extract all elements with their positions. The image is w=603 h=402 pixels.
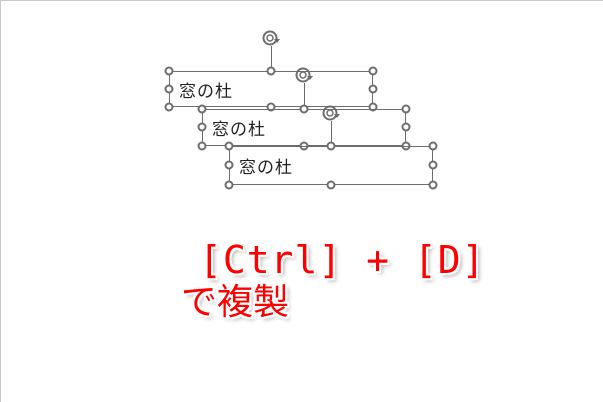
resize-handle-icon[interactable] (266, 66, 276, 76)
resize-handle-icon[interactable] (164, 66, 174, 76)
resize-handle-icon[interactable] (401, 122, 411, 132)
textbox-text[interactable]: 窓の杜 (179, 82, 233, 102)
duplicate-annotation: で複製 (181, 282, 290, 323)
rotation-stem (304, 83, 305, 109)
resize-handle-icon[interactable] (368, 102, 378, 112)
resize-handle-icon[interactable] (164, 84, 174, 94)
resize-handle-icon[interactable] (428, 160, 438, 170)
resize-handle-icon[interactable] (197, 104, 207, 114)
resize-handle-icon[interactable] (164, 102, 174, 112)
resize-handle-icon[interactable] (224, 160, 234, 170)
resize-handle-icon[interactable] (326, 141, 336, 151)
resize-handle-icon[interactable] (197, 141, 207, 151)
textbox-text[interactable]: 窓の杜 (239, 158, 293, 178)
resize-handle-icon[interactable] (368, 84, 378, 94)
rotate-handle-icon[interactable] (322, 104, 340, 122)
textbox-3[interactable]: 窓の杜 (229, 146, 433, 185)
resize-handle-icon[interactable] (224, 180, 234, 190)
rotate-handle-icon[interactable] (295, 66, 313, 84)
rotation-stem (331, 121, 332, 146)
resize-handle-icon[interactable] (326, 180, 336, 190)
resize-handle-icon[interactable] (197, 122, 207, 132)
resize-handle-icon[interactable] (224, 141, 234, 151)
resize-handle-icon[interactable] (428, 141, 438, 151)
rotation-stem (271, 46, 272, 71)
textbox-text[interactable]: 窓の杜 (212, 120, 266, 140)
rotate-handle-icon[interactable] (262, 29, 280, 47)
textbox-2[interactable]: 窓の杜 (202, 109, 406, 146)
shortcut-annotation: [Ctrl] + [D] (199, 238, 486, 282)
resize-handle-icon[interactable] (401, 104, 411, 114)
resize-handle-icon[interactable] (299, 104, 309, 114)
resize-handle-icon[interactable] (428, 180, 438, 190)
resize-handle-icon[interactable] (266, 102, 276, 112)
resize-handle-icon[interactable] (368, 66, 378, 76)
